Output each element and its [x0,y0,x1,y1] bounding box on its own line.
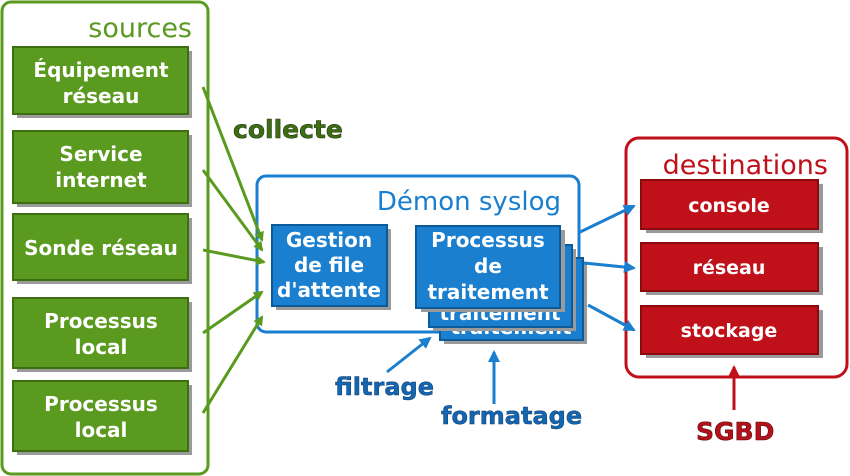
processing-box-front: Processus de traitement [415,225,565,312]
daemon-title: Démon syslog [377,187,561,217]
queue-label: Gestion [286,228,372,252]
processing-label: de [474,254,502,278]
source-label: Sonde réseau [24,236,178,260]
arrow-local2-to-daemon [201,315,264,414]
source-box-processus-local-1: Processus local [12,297,192,372]
arrow-to-reseau [583,261,636,273]
queue-box: Gestion de file d'attente [271,224,391,310]
arrow-sonde-to-daemon [202,248,266,266]
processing-label: traitement [427,280,549,304]
destinations-title: destinations [663,150,828,181]
destination-box-reseau: réseau [640,242,823,295]
sources-group: sources Équipement réseau Service intern… [0,0,210,476]
label-filtrage: filtrage [335,373,434,401]
processing-label: Processus [431,228,545,252]
destination-label: réseau [693,257,766,279]
source-label: local [75,418,128,442]
source-label: local [75,335,128,359]
arrow-to-stockage [587,303,636,332]
queue-label: d'attente [277,278,381,302]
source-box-sonde-reseau: Sonde réseau [12,213,192,284]
source-label: Équipement [33,58,169,82]
daemon-group: Démon syslog Gestion de file d'attente t… [255,174,587,344]
arrow-to-console [577,204,636,235]
source-label: Service [59,142,142,166]
destinations-group: destinations console réseau stockage [624,136,849,379]
arrow-local1-to-daemon [202,290,264,335]
source-box-service-internet: Service internet [12,130,192,207]
queue-label: de file [294,253,364,277]
source-label: Processus [44,392,158,416]
arrow-filtrage [386,336,432,374]
source-label: Processus [44,309,158,333]
output-arrows [577,204,636,332]
processing-stack: traitement traitement Processus de trait… [415,225,587,344]
collect-arrows [201,86,266,414]
source-box-processus-local-2: Processus local [12,380,192,455]
destination-label: stockage [681,320,778,342]
arrow-service-to-daemon [201,169,264,252]
label-arrows [386,336,500,404]
destination-box-console: console [640,179,823,233]
source-label: internet [55,168,147,192]
label-sgbd: SGBD [696,417,774,446]
label-formatage: formatage [441,402,582,430]
source-label: réseau [63,84,140,108]
source-box-equipement-reseau: Équipement réseau [12,46,192,118]
destination-label: console [688,195,770,217]
label-collecte: collecte [233,115,343,144]
arrow-equipement-to-daemon [201,86,264,242]
sources-title: sources [88,13,192,44]
destination-box-stockage: stockage [640,305,823,358]
